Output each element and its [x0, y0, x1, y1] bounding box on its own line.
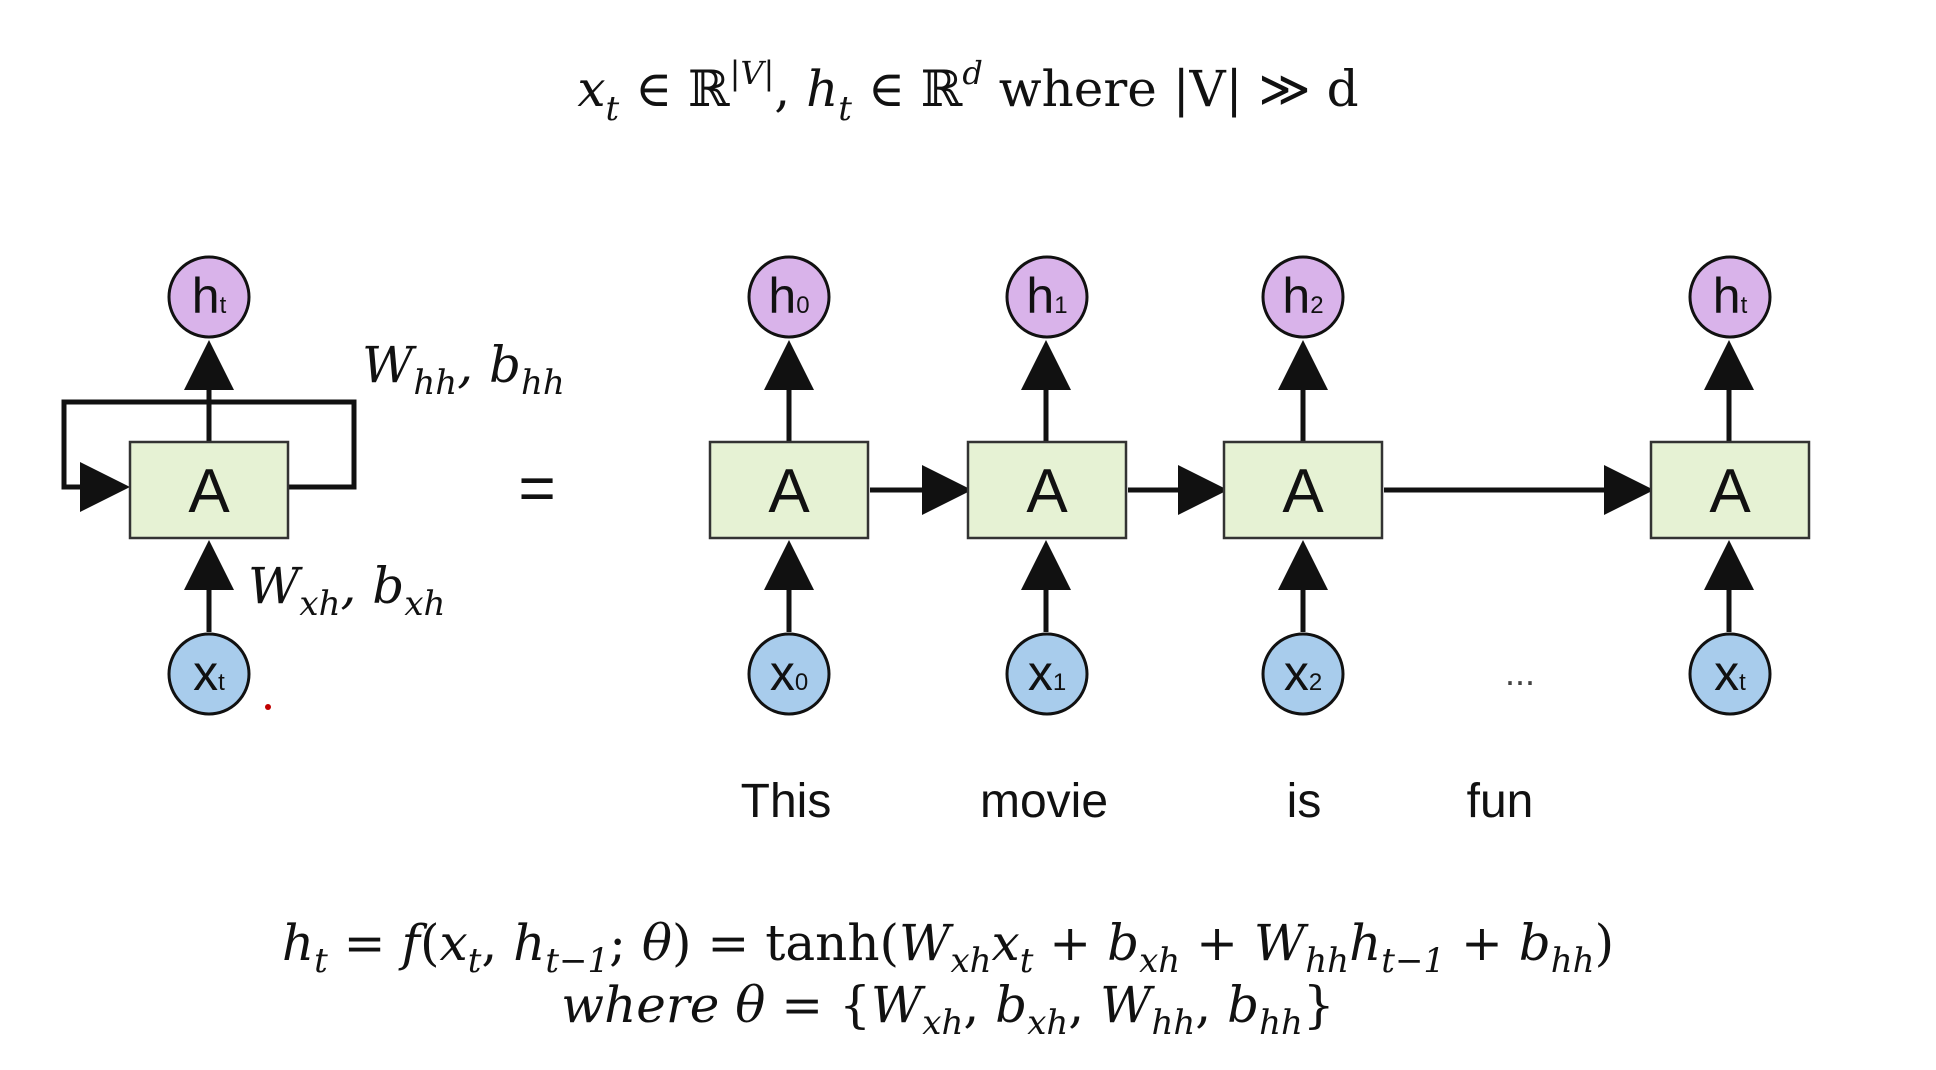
- rnn-cell: [1222, 440, 1384, 540]
- input-label: x2: [1284, 645, 1322, 701]
- timestep-t: A ht xt: [1649, 255, 1811, 716]
- hidden-state-label: ht: [1713, 268, 1748, 324]
- cell-label: A: [188, 457, 230, 526]
- input-node: [1261, 632, 1345, 716]
- input-label: x1: [1028, 645, 1066, 701]
- hidden-state-label: ht: [192, 268, 227, 324]
- hidden-state-node: [1688, 255, 1772, 339]
- cell-label: A: [1709, 457, 1751, 526]
- hidden-state-label: h2: [1282, 268, 1323, 324]
- timestep-1: A h1 x1 movie: [966, 255, 1128, 828]
- unrolled-rnn: A h0 x0 This A h1 x1 movie A h2: [708, 255, 1811, 828]
- word-label: is: [1287, 775, 1322, 828]
- cell-label: A: [1282, 457, 1324, 526]
- header-formula: xt ∈ ℝ|V|, ht ∈ ℝd where |V| ≫ d: [577, 54, 1358, 129]
- hidden-state-node: [167, 255, 251, 339]
- wxh-bxh-label: Wxh, bxh: [248, 557, 445, 624]
- whh-bhh-label: Whh, bhh: [362, 336, 565, 403]
- word-label-fun: fun: [1467, 775, 1534, 828]
- ellipsis: ...: [1505, 652, 1535, 693]
- word-label: movie: [980, 775, 1108, 828]
- input-node: [1688, 632, 1772, 716]
- input-node: [167, 632, 251, 716]
- hidden-state-label: h0: [768, 268, 809, 324]
- cell-label: A: [768, 457, 810, 526]
- input-label: xt: [1714, 645, 1746, 701]
- equals-sign: =: [518, 452, 555, 524]
- hidden-state-label: h1: [1026, 268, 1067, 324]
- input-label: x0: [770, 645, 808, 701]
- hidden-state-node: [1261, 255, 1345, 339]
- hidden-state-node: [747, 255, 831, 339]
- rnn-cell: [708, 440, 870, 540]
- hidden-state-node: [1005, 255, 1089, 339]
- rnn-cell: [128, 440, 290, 540]
- theta-definition: where θ = {Wxh, bxh, Whh, bhh}: [561, 976, 1334, 1043]
- rnn-cell: [966, 440, 1128, 540]
- timestep-0: A h0 x0 This: [708, 255, 870, 828]
- cell-label: A: [1026, 457, 1068, 526]
- input-node: [1005, 632, 1089, 716]
- input-node: [747, 632, 831, 716]
- stray-dot: [265, 704, 271, 710]
- recurrence-formula: ht = f(xt, ht−1; θ) = tanh(Wxhxt + bxh +…: [282, 914, 1614, 981]
- folded-rnn-unit: A ht xt Whh, bhh Wxh, bxh: [61, 255, 565, 716]
- timestep-2: A h2 x2 is: [1222, 255, 1384, 828]
- input-label: xt: [193, 645, 225, 701]
- rnn-cell: [1649, 440, 1811, 540]
- word-label: This: [741, 775, 832, 828]
